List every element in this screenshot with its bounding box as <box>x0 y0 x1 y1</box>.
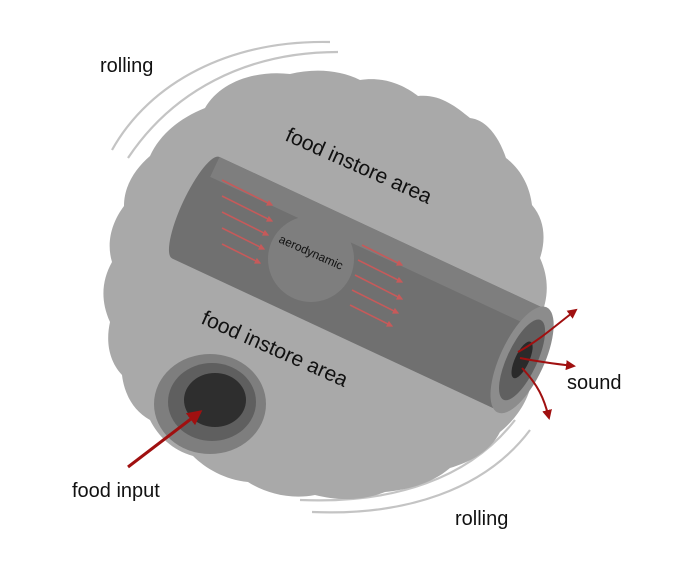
aerodynamic-disc <box>268 216 354 302</box>
rolling-label-top: rolling <box>100 55 153 77</box>
sound-label: sound <box>567 372 622 394</box>
food-input-label: food input <box>72 480 160 502</box>
food-input-arrow-icon <box>127 410 203 469</box>
sound-wave-arrows-icon <box>517 308 578 420</box>
rolling-arcs-top <box>111 40 339 159</box>
aero-tube <box>168 156 554 414</box>
airflow-arrows-left-icon <box>221 179 274 264</box>
rolling-arcs-bottom <box>299 419 531 514</box>
rolling-label-bottom: rolling <box>455 508 508 530</box>
airflow-arrows-right-icon <box>349 244 404 327</box>
food-input-hole <box>154 354 266 454</box>
